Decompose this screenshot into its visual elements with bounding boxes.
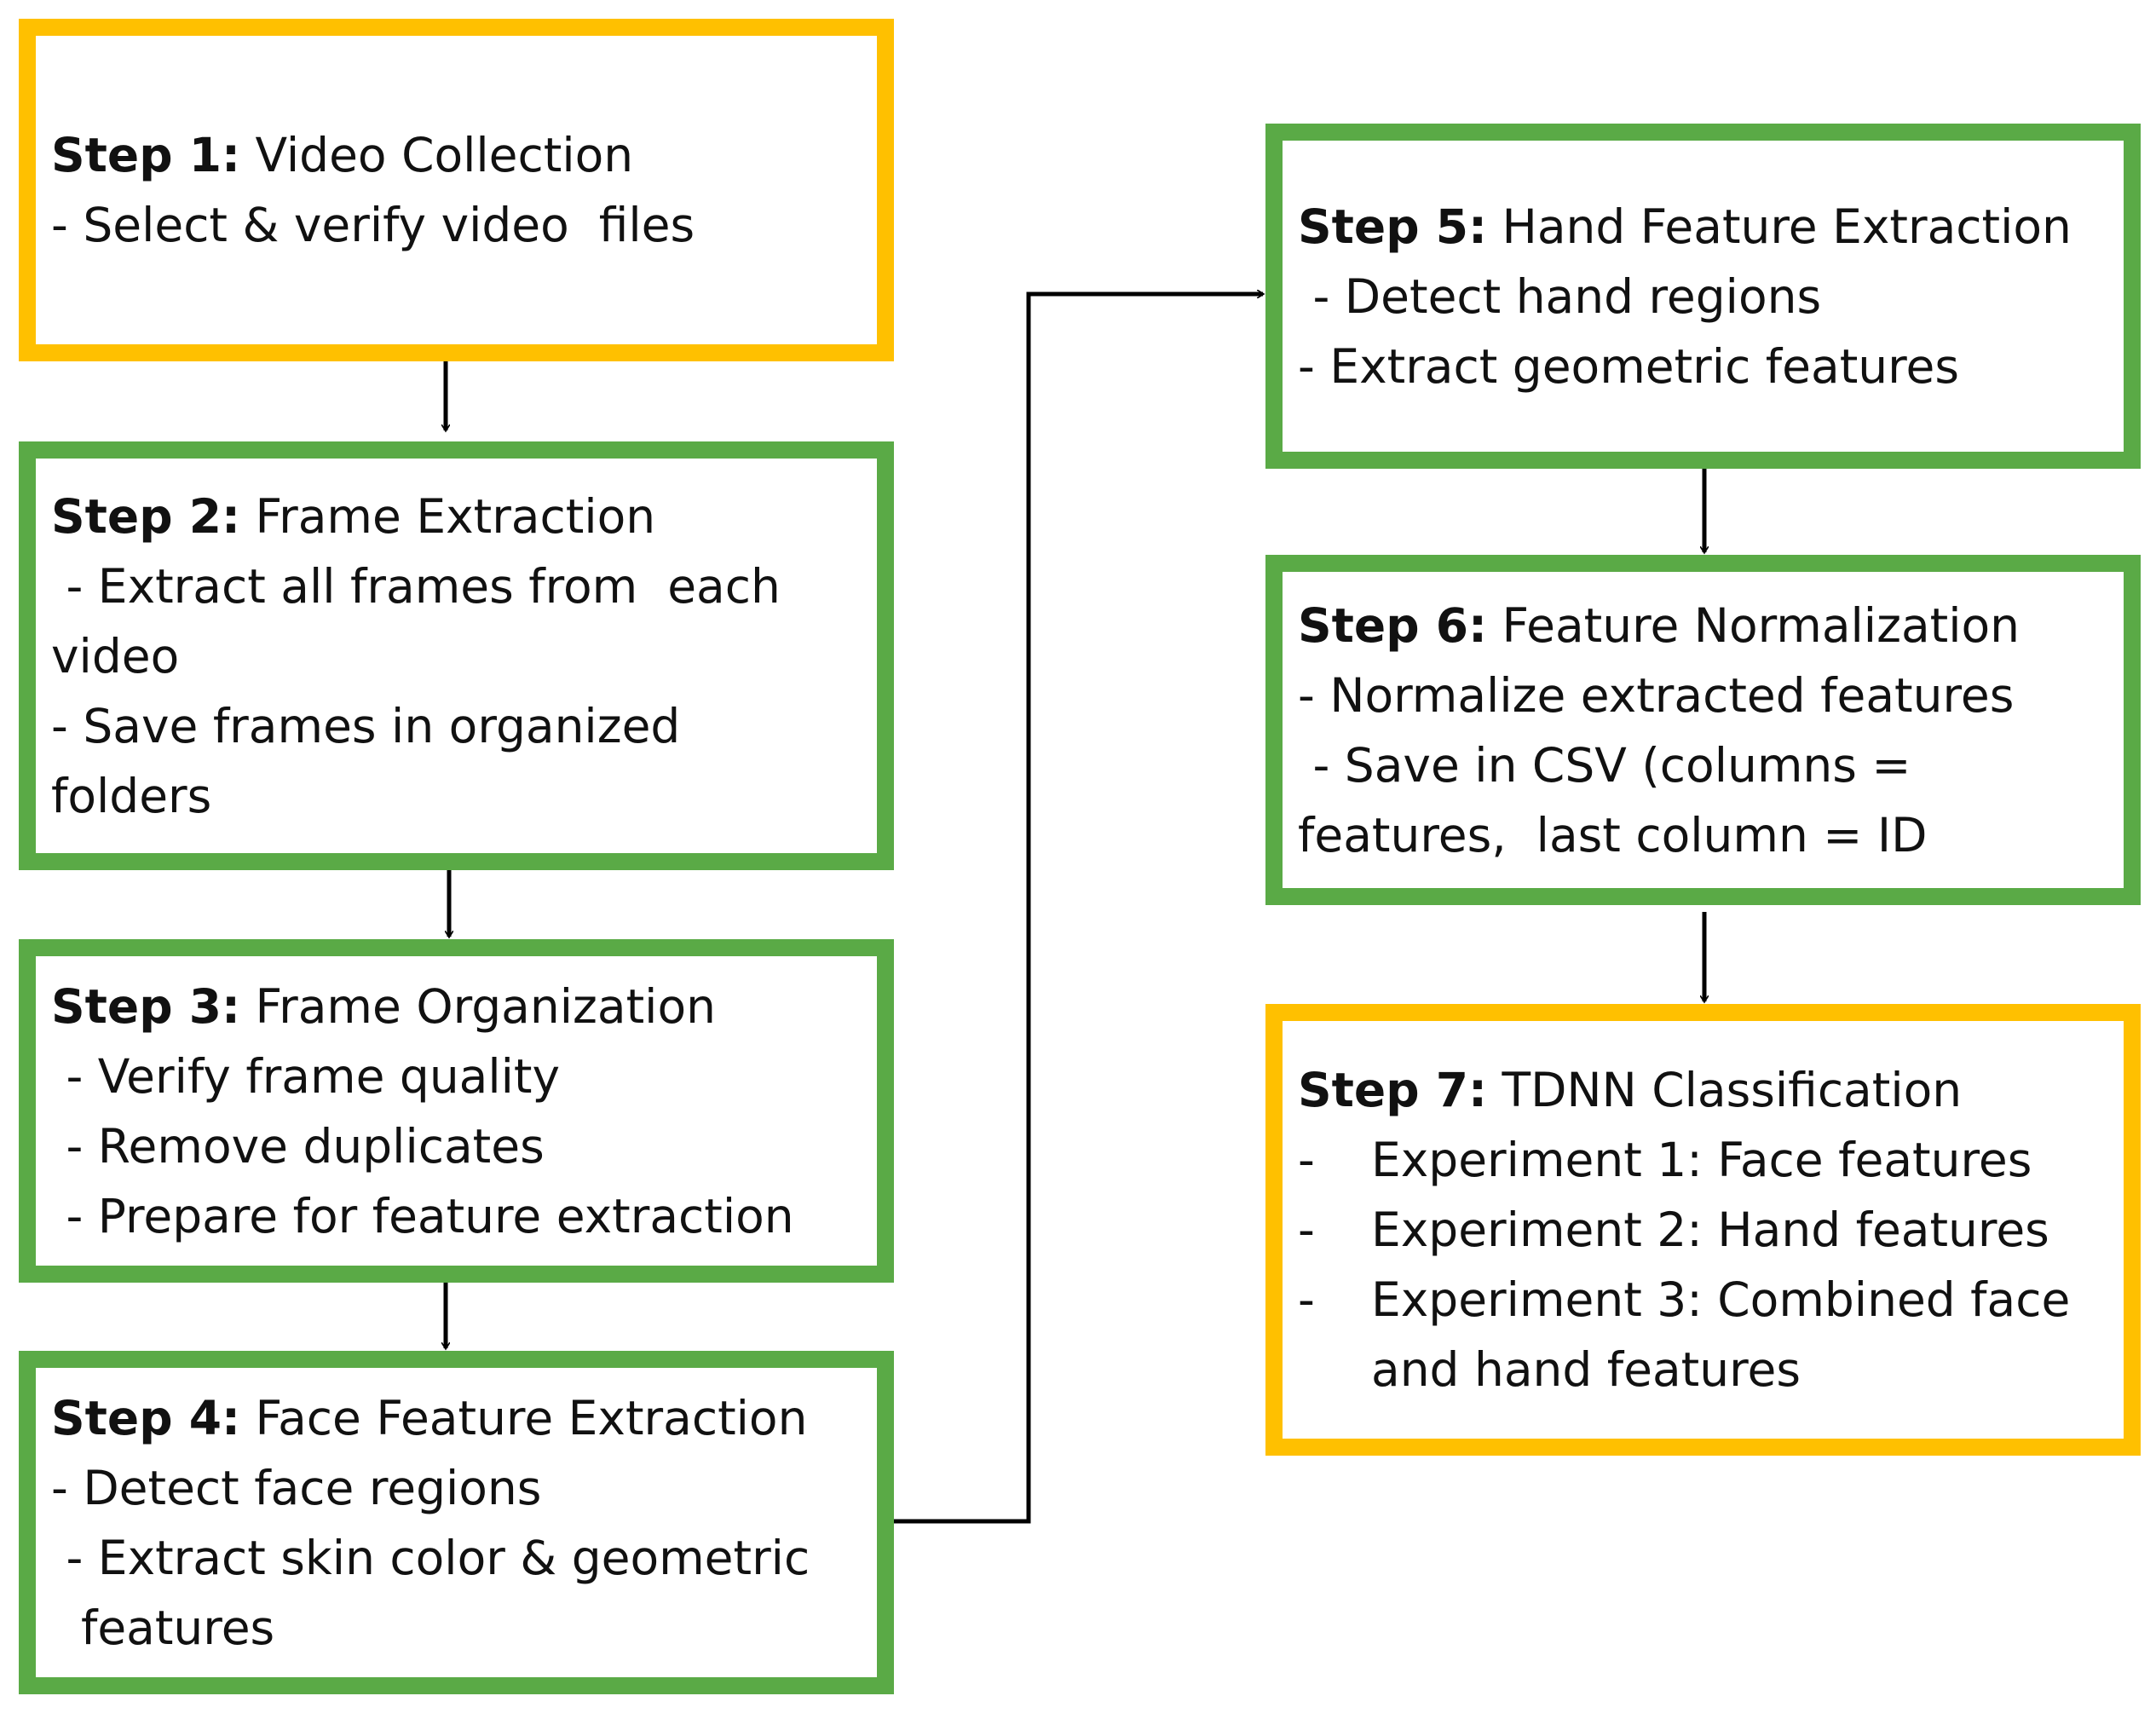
step-2-label: Step 2: [51,488,240,544]
step-6-label: Step 6: [1298,597,1487,653]
step-4-line-1: - Detect face regions [51,1460,542,1515]
step-3-title: Frame Organization [255,978,716,1034]
step-7-item-3-continuation: and hand features [1371,1342,1801,1397]
step-5-label: Step 5: [1298,199,1487,254]
step-3-line-2: - Remove duplicates [51,1118,545,1174]
step-2-line-1: - Extract all frames from each [51,558,781,614]
step-6-title: Feature Normalization [1502,597,2021,653]
step-1-line-1: - Select & verify video files [51,198,695,252]
step-7-bullet-1: - [1298,1133,1315,1187]
step-3-line-3: - Prepare for feature extraction [51,1188,794,1243]
step-7-item-3: - Experiment 3: Combined face [1298,1265,2115,1335]
step-2-box: Step 2: Frame Extraction - Extract all f… [19,441,894,870]
step-1-label: Step 1: [51,128,240,182]
step-5-heading: Step 5: Hand Feature Extraction [1298,192,2115,262]
step-1-box: Step 1: Video Collection - Select & veri… [19,19,894,361]
step-6-heading: Step 6: Feature Normalization [1298,591,2115,660]
step-6-line-3: features, last column = ID [1298,807,1928,862]
step-4-line-3: features [51,1600,275,1655]
step-7-item-2: - Experiment 2: Hand features [1298,1195,2115,1265]
step-4-heading: Step 4: Face Feature Extraction [51,1383,868,1453]
step-2-title: Frame Extraction [255,488,656,544]
step-7-item-1-text: Experiment 1: Face features [1371,1133,2032,1187]
step-3-heading: Step 3: Frame Organization [51,972,868,1041]
step-5-box: Step 5: Hand Feature Extraction - Detect… [1265,124,2141,469]
step-1-heading: Step 1: Video Collection [51,120,868,190]
step-7-bullet-3: - [1298,1272,1315,1327]
step-5-line-1: - Detect hand regions [1298,268,1822,324]
step-6-line-2: - Save in CSV (columns = [1298,737,1911,793]
step-3-box: Step 3: Frame Organization - Verify fram… [19,939,894,1283]
step-7-item-1: - Experiment 1: Face features [1298,1125,2115,1195]
step-2-line-4: folders [51,768,212,823]
step-5-title: Hand Feature Extraction [1502,199,2072,254]
step-2-line-2: video [51,628,180,684]
step-1-title: Video Collection [255,128,634,182]
step-7-label: Step 7: [1298,1063,1487,1117]
step-3-label: Step 3: [51,978,240,1034]
step-7-item-2-text: Experiment 2: Hand features [1371,1203,2049,1257]
step-6-line-1: - Normalize extracted features [1298,667,2015,723]
step-6-box: Step 6: Feature Normalization - Normaliz… [1265,555,2141,905]
step-4-label: Step 4: [51,1390,240,1445]
step-4-title: Face Feature Extraction [255,1390,808,1445]
step-7-heading: Step 7: TDNN Classification [1298,1055,2115,1125]
step-7-box: Step 7: TDNN Classification - Experiment … [1265,1004,2141,1456]
step-5-line-2: - Extract geometric features [1298,338,1960,394]
step-7-title: TDNN Classification [1502,1063,1963,1117]
step-3-line-1: - Verify frame quality [51,1048,561,1104]
arrow-step-4-to-5 [887,294,1263,1524]
step-4-line-2: - Extract skin color & geometric [51,1530,810,1585]
step-2-line-3: - Save frames in organized [51,698,681,753]
step-4-box: Step 4: Face Feature Extraction - Detect… [19,1351,894,1694]
step-7-bullet-2: - [1298,1203,1315,1257]
step-2-heading: Step 2: Frame Extraction [51,482,868,551]
step-7-item-3-text: Experiment 3: Combined face [1371,1272,2071,1327]
